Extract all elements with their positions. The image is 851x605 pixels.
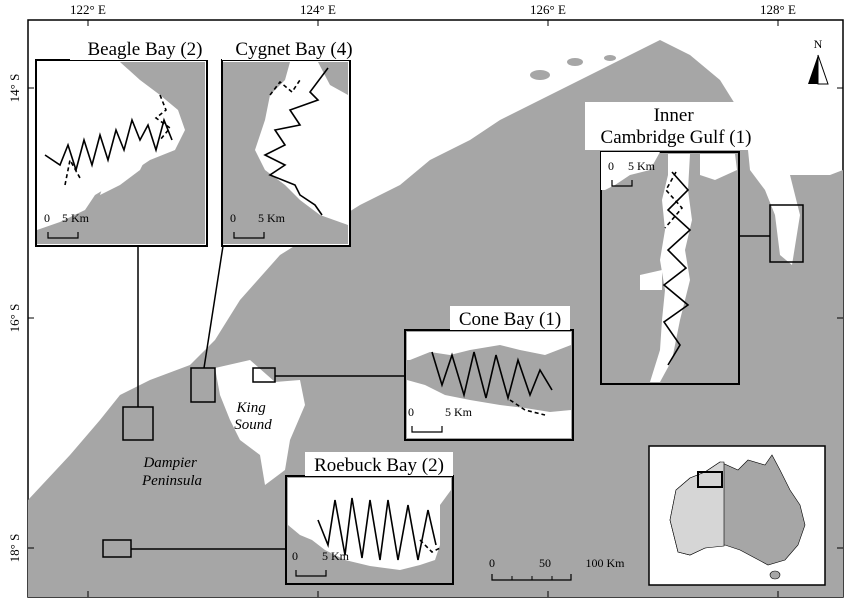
inset-cygnet-bay: 0 5 Km	[221, 59, 351, 247]
king-sound-line-2: Sound	[234, 417, 272, 433]
cygnet-bay-title-bg	[222, 36, 367, 60]
australia-locator-inset	[648, 445, 826, 586]
beagle-bay-transects	[44, 94, 173, 186]
cone-bay-title-bg	[450, 306, 570, 330]
cambridge-gulf-title-line-2: Cambridge Gulf (1)	[601, 127, 752, 148]
inset-cambridge-gulf: 0 5 Km	[600, 151, 740, 385]
cambridge-gulf-title: Inner Cambridge Gulf (1)	[601, 105, 752, 148]
cambridge-gulf-scale: 0 5 Km	[608, 159, 656, 187]
cambridge-gulf-inset-water	[650, 154, 692, 382]
beagle-bay-water-channel	[100, 150, 150, 195]
cambridge-gulf-transects	[662, 171, 692, 366]
inset-cone-bay: 0 5 Km	[404, 329, 574, 441]
king-sound-line-1: King	[236, 400, 267, 416]
lon-label-124: 124° E	[300, 2, 336, 17]
beagle-bay-land	[37, 62, 205, 244]
scale-label-100: 100 Km	[586, 556, 626, 570]
beagle-bay-scale: 0 5 Km	[44, 211, 90, 239]
cone-bay-title: Cone Bay (1)	[459, 309, 561, 330]
cone-bay-transects	[431, 351, 553, 416]
roebuck-bay-transects	[317, 497, 441, 561]
cone-bay-water-mid	[407, 380, 571, 438]
king-sound-label: King Sound	[234, 400, 272, 433]
cone-bay-water	[407, 332, 571, 360]
roebuck-bay-title: Roebuck Bay (2)	[314, 455, 444, 476]
cambridge-gulf-inset-water-top	[601, 152, 660, 190]
roebuck-bay-scale-km: 5 Km	[322, 549, 350, 563]
western-australia-region	[669, 461, 725, 556]
roebuck-bay-scale: 0 5 Km	[292, 549, 350, 577]
scale-label-0: 0	[489, 556, 495, 570]
beagle-bay-title: Beagle Bay (2)	[87, 39, 202, 60]
king-sound-water	[215, 360, 305, 485]
cambridge-gulf-inset-channel	[640, 270, 662, 290]
main-scale-bar: 0 50 100 Km	[489, 556, 626, 581]
cygnet-bay-scale-km: 5 Km	[258, 211, 286, 225]
roebuck-bay-water	[288, 478, 451, 570]
graticule-ticks	[28, 20, 843, 597]
cygnet-bay-scale-zero: 0	[230, 211, 236, 225]
dampier-peninsula-line-2: Peninsula	[141, 473, 202, 489]
beagle-bay-scale-km: 5 Km	[62, 211, 90, 225]
roebuck-bay-scale-zero: 0	[292, 549, 298, 563]
inset-connectors	[131, 235, 770, 550]
cone-bay-scale-km: 5 Km	[445, 405, 473, 419]
cambridge-gulf-scale-zero: 0	[608, 159, 614, 173]
lat-label-14: 14° S	[7, 74, 22, 103]
cone-bay-scale-zero: 0	[408, 405, 414, 419]
scale-label-50: 50	[539, 556, 551, 570]
cambridge-gulf-inset-water-side	[700, 154, 737, 180]
cambridge-gulf-scale-km: 5 Km	[628, 159, 656, 173]
beagle-bay-title-bg	[70, 36, 214, 60]
inset-beagle-bay: 0 5 Km	[35, 59, 208, 247]
dampier-peninsula-line-1: Dampier	[142, 455, 196, 471]
cambridge-gulf-title-bg	[585, 102, 763, 150]
dampier-peninsula-label: Dampier Peninsula	[141, 455, 202, 489]
tasmania-shape	[769, 570, 781, 580]
beagle-bay-scale-zero: 0	[44, 211, 50, 225]
study-region-box	[697, 471, 723, 488]
lat-label-18: 18° S	[7, 534, 22, 563]
coastal-islands	[225, 55, 616, 358]
cygnet-bay-land	[223, 62, 348, 244]
cygnet-bay-transects	[263, 67, 329, 216]
lat-label-16: 16° S	[7, 304, 22, 333]
lon-label-128: 128° E	[760, 2, 796, 17]
north-arrow-label: N	[814, 37, 823, 51]
cygnet-bay-title: Cygnet Bay (4)	[235, 39, 352, 60]
inset-roebuck-bay: 0 5 Km	[285, 475, 454, 585]
roebuck-bay-title-bg	[305, 452, 453, 476]
cambridge-gulf-title-line-1: Inner	[654, 105, 695, 126]
cambridge-gulf-water	[745, 120, 800, 265]
cone-bay-scale: 0 5 Km	[408, 405, 473, 433]
lon-label-126: 126° E	[530, 2, 566, 17]
north-arrow: N	[808, 37, 829, 85]
lon-label-122: 122° E	[70, 2, 106, 17]
cygnet-bay-scale: 0 5 Km	[230, 211, 286, 239]
